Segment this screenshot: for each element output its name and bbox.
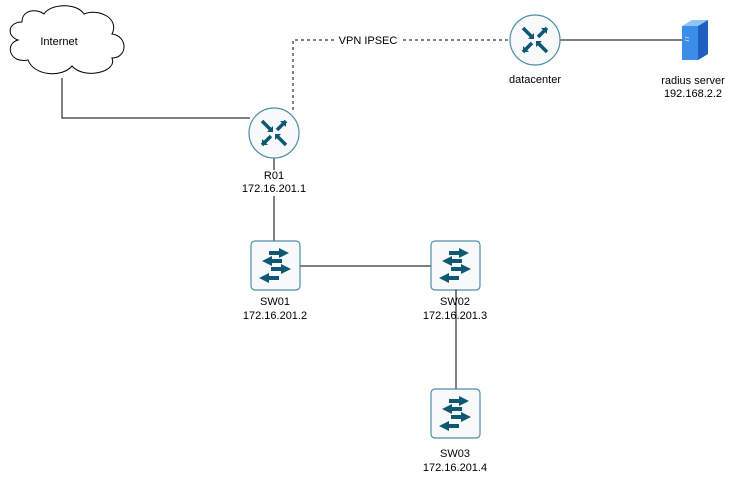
edge-vpn-ipsec: VPN IPSEC bbox=[292, 33, 510, 110]
r01-name: R01 bbox=[264, 170, 284, 182]
sw01-name: SW01 bbox=[260, 296, 290, 308]
datacenter-name: datacenter bbox=[509, 74, 561, 86]
r01-ip: 172.16.201.1 bbox=[242, 183, 306, 195]
node-sw01[interactable]: SW01 172.16.201.2 bbox=[243, 240, 307, 322]
switch-icon bbox=[430, 240, 481, 291]
node-r01[interactable]: R01 172.16.201.1 bbox=[242, 107, 306, 195]
radius-ip: 192.168.2.2 bbox=[664, 88, 722, 100]
sw03-ip: 172.16.201.4 bbox=[423, 462, 487, 474]
internet-label: Internet bbox=[40, 36, 77, 48]
switch-icon bbox=[430, 388, 481, 439]
node-radius-server[interactable]: radius server 192.168.2.2 bbox=[661, 20, 725, 100]
switch-icon bbox=[250, 240, 301, 291]
cloud-icon bbox=[9, 5, 125, 75]
router-icon bbox=[248, 107, 300, 159]
sw03-name: SW03 bbox=[440, 448, 470, 460]
node-sw02[interactable]: SW02 172.16.201.3 bbox=[423, 240, 487, 330]
node-internet[interactable]: Internet bbox=[9, 5, 125, 75]
router-icon bbox=[509, 14, 561, 66]
sw01-ip: 172.16.201.2 bbox=[243, 310, 307, 322]
node-sw03[interactable]: SW03 172.16.201.4 bbox=[423, 388, 487, 474]
sw02-name: SW02 bbox=[440, 296, 470, 308]
server-icon bbox=[682, 20, 708, 60]
sw02-ip: 172.16.201.3 bbox=[423, 310, 487, 322]
node-datacenter[interactable]: datacenter bbox=[509, 14, 561, 86]
edge-internet-r01 bbox=[61, 78, 250, 119]
radius-name: radius server bbox=[661, 75, 725, 87]
vpn-label: VPN IPSEC bbox=[339, 35, 398, 47]
